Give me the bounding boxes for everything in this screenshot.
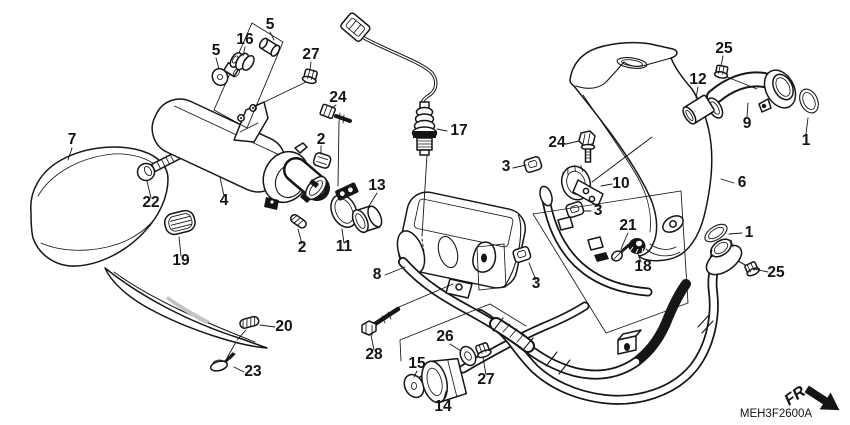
callout-27-b: 27 [477, 371, 494, 388]
callout-14: 14 [434, 398, 452, 415]
callout-labels: 5 16 5 27 24 2 7 17 22 4 13 11 2 19 8 20… [68, 16, 811, 415]
callout-17: 17 [450, 122, 467, 139]
callout-6: 6 [738, 174, 747, 191]
nut-27-b [475, 342, 492, 359]
bolt-24-b [578, 130, 596, 163]
collar-12 [682, 94, 715, 125]
callout-26: 26 [436, 328, 454, 345]
screw-21 [611, 243, 631, 262]
grommet-18 [628, 238, 646, 254]
gasket-ring-13 [351, 205, 383, 234]
callout-5-b: 5 [212, 42, 221, 59]
nut-25-b [744, 261, 761, 277]
callout-3-c: 3 [532, 275, 541, 292]
left-muffler-cover [30, 146, 268, 349]
callout-19: 19 [172, 252, 190, 269]
callout-25-a: 25 [715, 40, 733, 57]
callout-11: 11 [336, 238, 353, 255]
inlet-joint-group [682, 64, 819, 125]
callout-3-b: 3 [594, 202, 603, 219]
callout-3-a: 3 [502, 158, 511, 175]
callout-28: 28 [365, 346, 383, 363]
callout-4: 4 [220, 192, 229, 209]
rivet-23 [209, 352, 236, 372]
callout-15: 15 [408, 355, 426, 372]
callout-24-a: 24 [329, 89, 347, 106]
exhaust-flange-group [403, 342, 492, 404]
left-muffler [151, 98, 330, 210]
callout-10: 10 [612, 175, 629, 192]
mount-rubber-set [211, 22, 318, 129]
right-muffler-cover [569, 41, 713, 262]
callout-22: 22 [142, 194, 159, 211]
pin-2-b [289, 213, 307, 229]
oxygen-sensor [340, 12, 438, 156]
pipe-clamp-11 [330, 182, 359, 228]
callout-7: 7 [68, 131, 77, 148]
callout-25-b: 25 [767, 264, 785, 281]
nut-27-a [301, 68, 318, 85]
leader-lines [67, 31, 809, 403]
fr-label: FR. [782, 381, 813, 410]
callout-1-b: 1 [745, 224, 754, 241]
callout-27-a: 27 [302, 46, 319, 63]
nut-25-a [713, 64, 729, 79]
callout-1-a: 1 [802, 132, 811, 149]
clip-20 [239, 315, 260, 329]
rubber-3-a [523, 156, 543, 174]
callout-9: 9 [743, 115, 752, 132]
callout-12: 12 [689, 71, 706, 88]
fr-arrow-icon [804, 385, 840, 411]
callout-5-a: 5 [266, 16, 275, 33]
rubber-3-b [565, 201, 585, 219]
callout-24-b: 24 [548, 134, 566, 151]
pin-2-a [312, 152, 332, 169]
band-clamp-10-group [560, 130, 604, 207]
callout-2-a: 2 [317, 131, 326, 148]
callout-18: 18 [634, 258, 652, 275]
drawing-code: MEH3F2600A [740, 408, 813, 420]
callout-13: 13 [368, 177, 386, 194]
callout-2-b: 2 [298, 239, 307, 256]
rubber-3-c [512, 246, 532, 264]
callout-16: 16 [236, 31, 254, 48]
callout-8: 8 [373, 266, 382, 283]
callout-20: 20 [275, 318, 292, 335]
cover-grommet-19 [163, 209, 196, 236]
bolt-24-a [319, 103, 352, 124]
callout-23: 23 [244, 363, 262, 380]
callout-21: 21 [619, 217, 637, 234]
